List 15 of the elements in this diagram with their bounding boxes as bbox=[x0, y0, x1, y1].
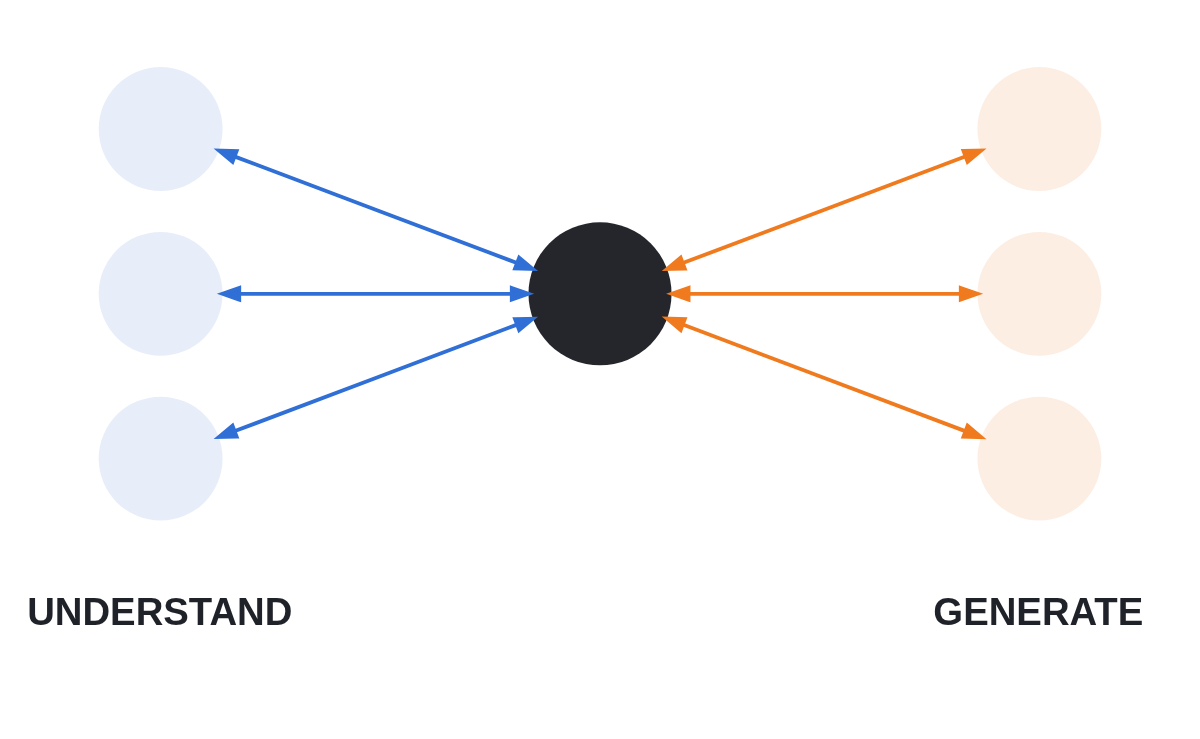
node-circle bbox=[977, 67, 1102, 191]
node-circle bbox=[977, 231, 1102, 356]
arrow bbox=[213, 316, 539, 440]
arrow bbox=[661, 316, 987, 440]
node-circle bbox=[98, 231, 223, 356]
arrow bbox=[666, 285, 984, 303]
arrow bbox=[216, 285, 535, 303]
node-circle bbox=[977, 396, 1102, 521]
node-circle bbox=[98, 396, 223, 521]
node-circle bbox=[98, 67, 223, 191]
label: GENERATE bbox=[933, 590, 1144, 634]
arrow bbox=[661, 148, 987, 272]
arrow bbox=[213, 148, 539, 271]
label: UNDERSTAND bbox=[27, 590, 293, 634]
node-circle bbox=[528, 222, 672, 366]
